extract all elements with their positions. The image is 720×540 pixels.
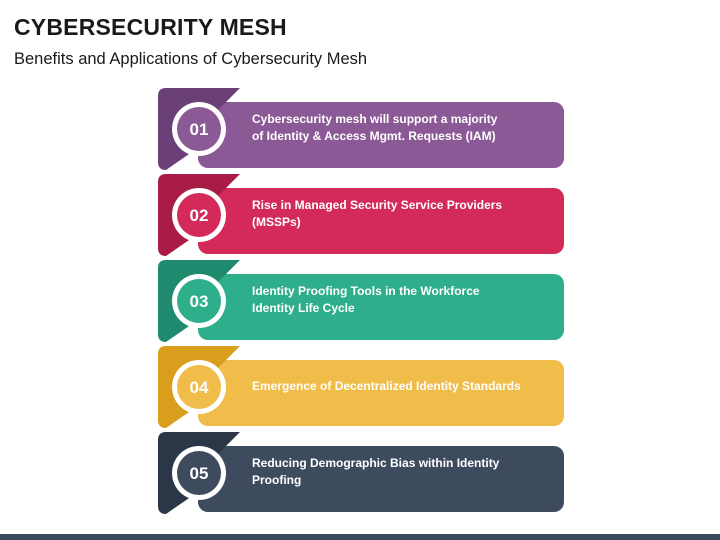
list-item: 02 Rise in Managed Security Service Provi…: [158, 174, 564, 256]
item-graphic: 02: [158, 174, 564, 256]
item-number: 05: [190, 464, 209, 483]
item-text: Identity Proofing Tools in the Workforce…: [252, 284, 480, 315]
item-text: Rise in Managed Security Service Provide…: [252, 198, 503, 229]
item-number: 04: [190, 378, 209, 397]
item-graphic: 04: [158, 346, 564, 428]
slide-subtitle: Benefits and Applications of Cybersecuri…: [14, 50, 368, 68]
item-bar: [198, 102, 564, 168]
list-item: 03 Identity Proofing Tools in the Workfor…: [158, 260, 564, 342]
list-item: 04 Emergence of Decentralized Identity St…: [158, 346, 564, 428]
item-number: 02: [190, 206, 209, 225]
item-graphic: 03: [158, 260, 564, 342]
item-bar: [198, 446, 564, 512]
item-text: Reducing Demographic Bias within Identit…: [252, 456, 500, 487]
item-circle: [177, 107, 221, 151]
bottom-bar: [0, 534, 720, 540]
item-circle: [177, 365, 221, 409]
item-bar: [198, 188, 564, 254]
item-circle: [177, 279, 221, 323]
item-text: Cybersecurity mesh will support a majori…: [252, 112, 498, 143]
item-circle: [177, 193, 221, 237]
item-graphic: 01: [158, 88, 564, 170]
item-number: 01: [190, 120, 209, 139]
slide-title: CYBERSECURITY MESH: [14, 14, 287, 40]
list-item: 01 Cybersecurity mesh will support a majo…: [158, 88, 564, 170]
item-circle: [177, 451, 221, 495]
item-bar: [198, 274, 564, 340]
item-number: 03: [190, 292, 209, 311]
item-bar: [198, 360, 564, 426]
list-item: 05 Reducing Demographic Bias within Ident…: [158, 432, 564, 514]
item-graphic: 05: [158, 432, 564, 514]
item-text: Emergence of Decentralized Identity Stan…: [252, 378, 521, 393]
